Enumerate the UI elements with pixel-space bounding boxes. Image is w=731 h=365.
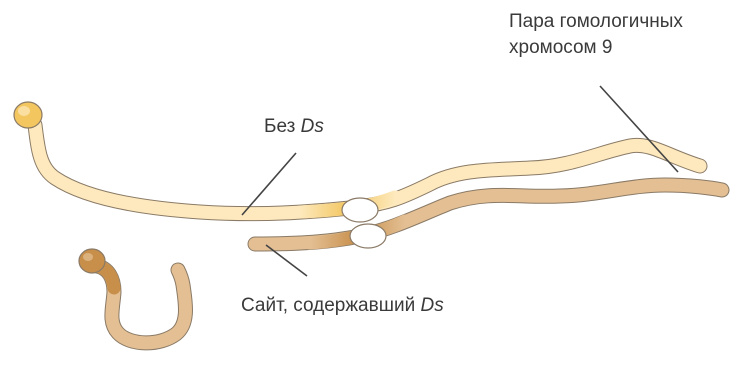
- label-ds-site-em: Ds: [420, 295, 443, 316]
- label-ds-site-prefix: Сайт, содержавший: [241, 295, 420, 316]
- centromere-lower: [350, 224, 386, 248]
- leader-line-homologs: [600, 86, 678, 172]
- coiled-chromosome: [79, 249, 186, 343]
- light-chromosome-knob: [14, 102, 42, 128]
- centromere-upper: [342, 198, 378, 222]
- label-homologous-pair: Пара гомологичных хромосом 9: [509, 9, 683, 61]
- label-homologs-line2: хромосом 9: [509, 35, 683, 61]
- coiled-chromosome-band: [100, 267, 114, 288]
- label-without-ds-prefix: Без: [264, 116, 301, 137]
- label-homologs-line1: Пара гомологичных: [509, 9, 683, 35]
- label-without-ds-em: Ds: [301, 116, 324, 137]
- coiled-chromosome-knob: [79, 249, 105, 273]
- light-chromosome-knob-highlight: [18, 106, 30, 116]
- coiled-chromosome-knob-highlight: [83, 253, 93, 261]
- label-ds-site: Сайт, содержавший Ds: [241, 293, 444, 319]
- label-without-ds: Без Ds: [264, 114, 324, 140]
